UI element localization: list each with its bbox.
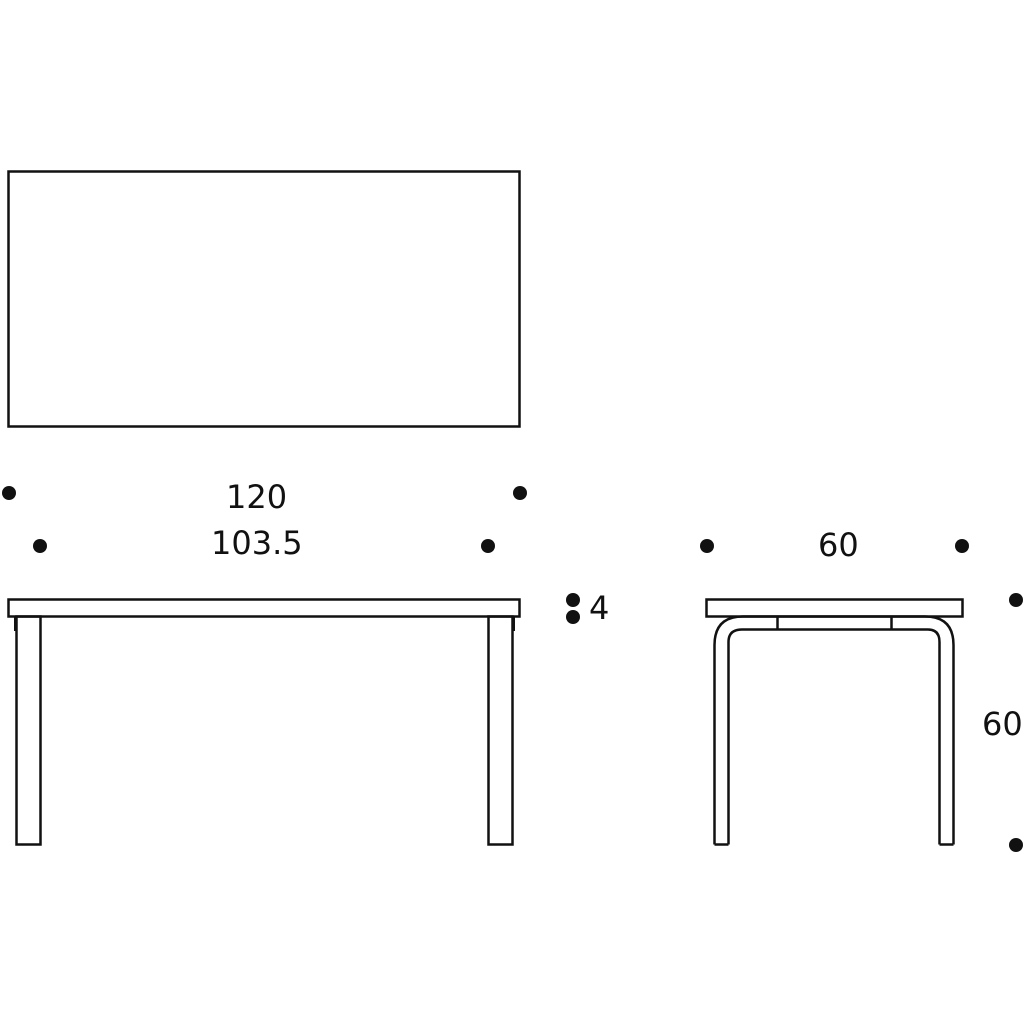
dim-4-bottom-dot [566, 610, 580, 624]
front-view-left-leg [15, 615, 42, 846]
front-view-right-leg [487, 615, 514, 846]
top-view-tabletop [7, 170, 521, 428]
side-view-leg-frame-inner [727, 628, 941, 845]
front-view-right-tab [512, 617, 515, 631]
dim-60-height-top-dot [1009, 593, 1023, 607]
dim-120-right-dot [513, 486, 527, 500]
side-view-tabletop [705, 598, 964, 618]
dim-120-left-dot [2, 486, 16, 500]
dim-leg-span-label: 103.5 [211, 524, 303, 562]
dim-depth-label: 60 [818, 526, 859, 564]
dim-height-label: 60 [982, 705, 1023, 743]
dim-overall-length-label: 120 [226, 478, 288, 516]
front-view-tabletop [7, 598, 521, 618]
dim-60-depth-right-dot [955, 539, 969, 553]
dim-4-top-dot [566, 593, 580, 607]
dim-60-depth-left-dot [700, 539, 714, 553]
side-view-leg-frame-outer [713, 615, 955, 845]
dim-103-right-dot [481, 539, 495, 553]
dim-60-height-bottom-dot [1009, 838, 1023, 852]
front-view-left-tab [14, 617, 17, 631]
dim-top-thickness-label: 4 [589, 589, 610, 627]
dim-103-left-dot [33, 539, 47, 553]
